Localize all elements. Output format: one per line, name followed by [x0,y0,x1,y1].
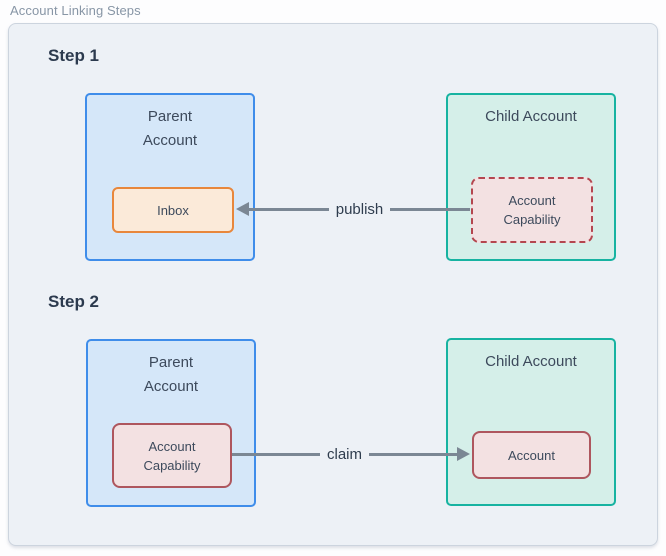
claim-arrow: claim [232,441,471,467]
arrow-line [390,207,471,211]
step1-parent-account-node: Parent Account Inbox [85,93,255,261]
arrow-head-left-icon [236,202,249,216]
step2-child-account-node: Child Account Account [446,338,616,506]
claim-arrow-label: claim [327,445,363,463]
arrow-line [369,452,458,456]
step1-child-account-node: Child Account Account Capability [446,93,616,261]
parent-account-title: Parent Account [142,108,198,149]
arrow-line [232,452,320,456]
account-box: Account [472,431,591,479]
arrow-line [249,207,329,211]
child-account-title: Child Account [485,108,577,125]
step2-parent-account-node: Parent Account Account Capability [86,339,256,507]
publish-arrow-label: publish [335,200,384,218]
parent-account-title: Parent Account [143,354,199,395]
inbox-label: Inbox [157,202,189,218]
step-1-heading: Step 1 [48,46,100,65]
diagram-title: Account Linking Steps [10,3,141,18]
account-capability-label: Account Capability [503,193,561,227]
step-2-heading: Step 2 [48,292,100,311]
account-capability-label: Account Capability [143,438,201,473]
account-capability-dashed-box: Account Capability [471,177,593,243]
child-account-title: Child Account [485,353,577,370]
publish-arrow: publish [236,196,471,222]
arrow-head-right-icon [457,447,471,461]
inbox-box: Inbox [112,187,234,233]
account-capability-box: Account Capability [112,423,232,488]
account-label: Account [508,447,555,463]
